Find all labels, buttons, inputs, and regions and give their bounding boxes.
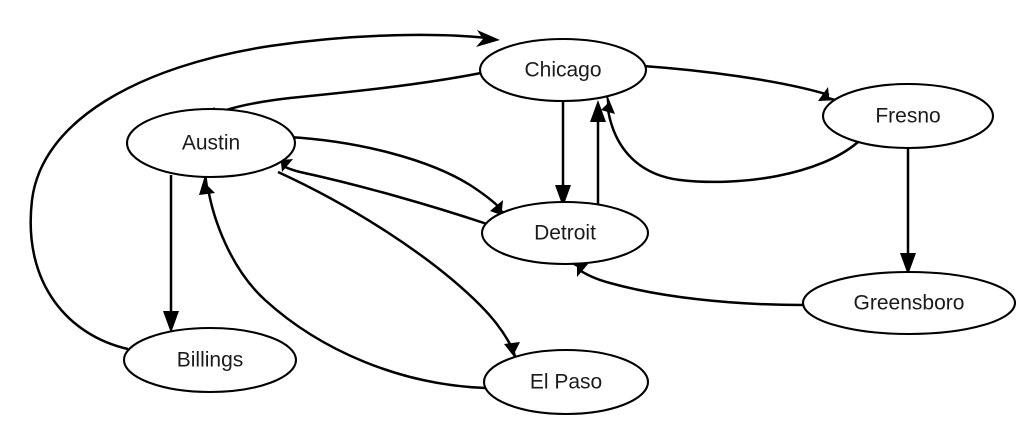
arrow-head-austin-billings: [163, 311, 179, 333]
nodes-layer: Chicago Austin Fresno Detroit Greensboro: [122, 37, 1017, 416]
node-label-austin: Austin: [182, 132, 240, 155]
edge-path-billings-chicago: [29, 33, 488, 351]
edge-path-chicago-fresno: [642, 64, 830, 97]
arrow-head-elpaso-austin: [199, 172, 215, 195]
edge-austin-to-el-paso: [277, 170, 520, 362]
edge-path-elpaso-austin: [206, 187, 487, 390]
node-shape-el-paso[interactable]: [482, 348, 650, 416]
node-label-chicago: Chicago: [524, 59, 601, 82]
edge-path-chicago-austin: [205, 71, 482, 120]
edge-path-austin-elpaso: [277, 170, 514, 349]
edge-path-fresno-chicago: [606, 109, 859, 184]
edge-path-greensboro-detroit: [577, 267, 804, 307]
node-chicago[interactable]: Chicago: [478, 37, 648, 103]
node-shape-fresno[interactable]: [821, 82, 995, 150]
node-label-greensboro: Greensboro: [854, 292, 965, 315]
node-label-el-paso: El Paso: [530, 371, 602, 394]
node-shape-greensboro[interactable]: [801, 270, 1017, 336]
node-label-detroit: Detroit: [534, 222, 596, 245]
node-label-fresno: Fresno: [875, 105, 940, 128]
node-shape-chicago[interactable]: [478, 37, 648, 103]
edge-austin-to-billings: [163, 175, 179, 333]
edge-detroit-to-austin: [271, 159, 488, 226]
arrow-head-chicago-fresno: [818, 87, 840, 101]
node-fresno[interactable]: Fresno: [821, 82, 995, 150]
node-shape-austin[interactable]: [125, 107, 297, 179]
node-austin[interactable]: Austin: [125, 107, 297, 179]
edge-chicago-to-detroit: [555, 101, 571, 207]
edge-path-austin-detroit: [287, 135, 502, 210]
node-el-paso[interactable]: El Paso: [482, 348, 650, 416]
arrow-head-fresno-greensboro: [900, 253, 916, 275]
edge-billings-to-chicago: [29, 30, 500, 351]
node-shape-billings[interactable]: [122, 326, 298, 394]
edge-el-paso-to-austin: [199, 172, 487, 390]
node-detroit[interactable]: Detroit: [480, 200, 650, 266]
node-billings[interactable]: Billings: [122, 326, 298, 394]
edge-fresno-to-chicago: [601, 92, 859, 184]
node-shape-detroit[interactable]: [480, 200, 650, 266]
arrow-head-detroit-chicago: [590, 100, 606, 122]
edge-fresno-to-greensboro: [900, 148, 916, 275]
arrow-head-fresno-chicago: [601, 92, 615, 114]
arrow-head-detroit-austin: [271, 159, 293, 172]
edge-greensboro-to-detroit: [565, 260, 804, 307]
node-label-billings: Billings: [177, 349, 244, 372]
edge-chicago-to-fresno: [642, 64, 840, 101]
edge-path-detroit-austin: [282, 164, 488, 226]
node-greensboro[interactable]: Greensboro: [801, 270, 1017, 336]
arrow-head-billings-chicago: [476, 30, 500, 47]
arrow-head-chicago-detroit: [555, 185, 571, 207]
